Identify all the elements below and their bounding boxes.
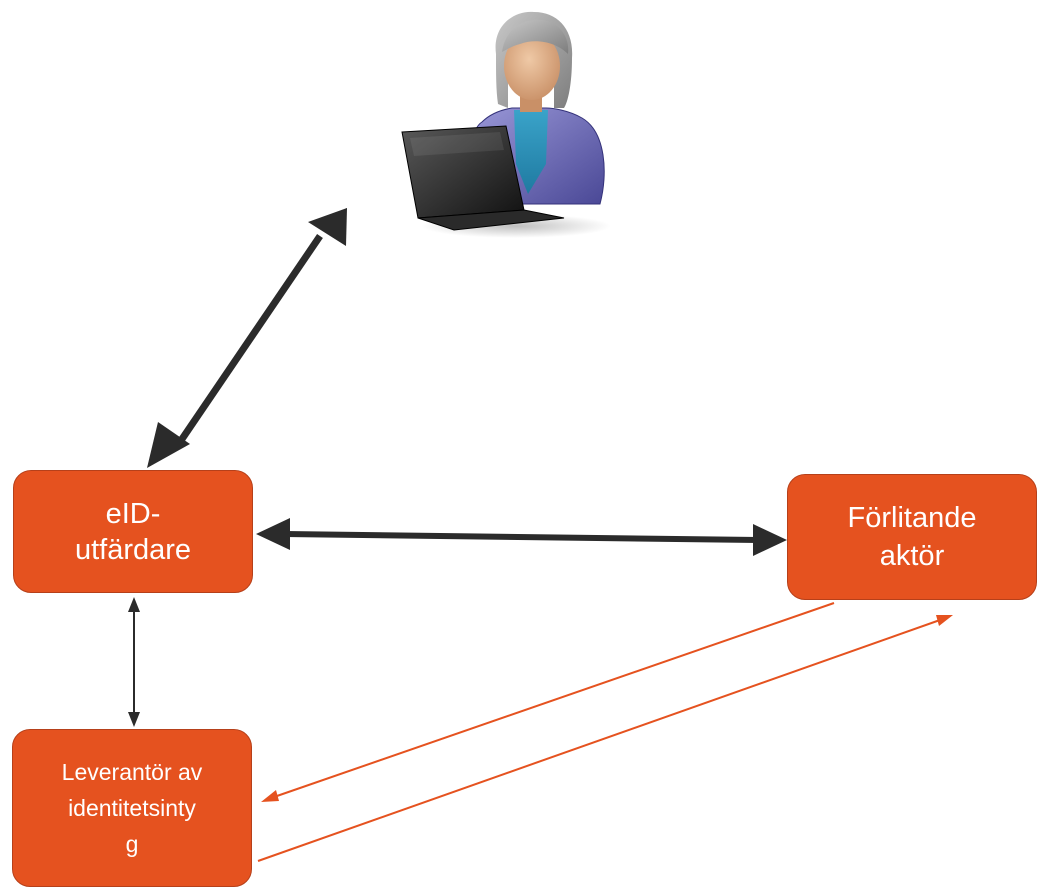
arrow-idp-to-rp bbox=[257, 615, 953, 862]
arrow-rp-to-idp bbox=[261, 602, 835, 802]
node-relying-party: Förlitande aktör bbox=[787, 474, 1037, 600]
node-eid-issuer-label: eID- utfärdare bbox=[74, 497, 192, 566]
node-relying-party-label: Förlitande aktör bbox=[847, 502, 977, 572]
node-identity-provider: Leverantör av identitetsinty g bbox=[12, 729, 252, 887]
user-at-laptop-icon bbox=[401, 11, 611, 238]
arrow-eid-idp bbox=[128, 597, 140, 727]
arrow-eid-rp bbox=[256, 518, 787, 556]
node-identity-provider-label: Leverantör av identitetsinty g bbox=[61, 759, 203, 857]
arrow-user-eid bbox=[147, 208, 347, 468]
node-eid-issuer: eID- utfärdare bbox=[13, 470, 253, 593]
